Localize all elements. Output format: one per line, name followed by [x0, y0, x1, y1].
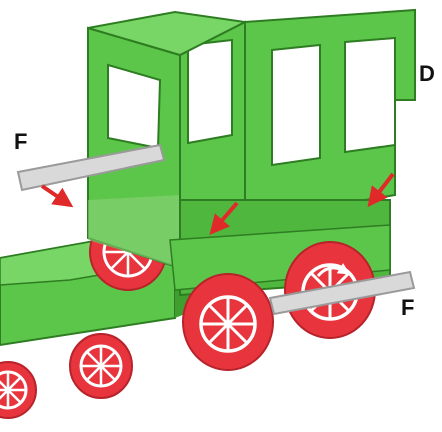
arrow-icon: [42, 186, 70, 205]
side-window-2: [272, 45, 320, 165]
rear-wheel-left: [183, 274, 273, 370]
side-window: [108, 65, 160, 148]
label-f-right: F: [401, 297, 414, 319]
front-wheel-right: [70, 334, 132, 398]
label-d: D: [419, 63, 435, 85]
front-window: [188, 40, 232, 143]
side-window-3: [345, 38, 395, 152]
label-f-left: F: [14, 131, 27, 153]
front-wheel-left: [0, 362, 36, 418]
